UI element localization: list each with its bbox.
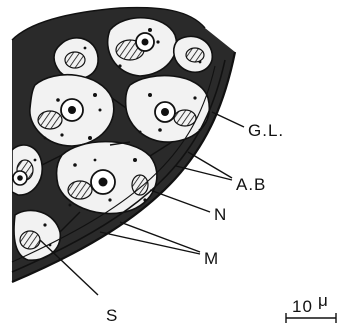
label-s: S (106, 306, 118, 325)
label-ab: A.B (236, 175, 266, 194)
scale-bar-value: 10 (292, 297, 313, 316)
label-m: M (204, 249, 219, 268)
label-n: N (214, 205, 227, 224)
label-gl: G.L. (248, 121, 284, 140)
scale-bar: 10 μ (286, 291, 336, 323)
scale-bar-unit: μ (318, 291, 329, 310)
